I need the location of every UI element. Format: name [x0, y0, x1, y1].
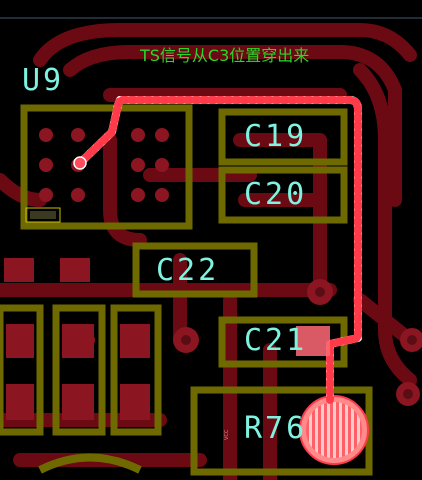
u9-pads	[39, 128, 169, 202]
u9-pin1-fill	[30, 211, 56, 219]
left-pad-c	[6, 324, 34, 358]
left-part-1	[0, 304, 44, 436]
trace-left-1	[0, 173, 47, 207]
left-part-3	[110, 304, 162, 436]
left-pad-g	[62, 384, 94, 420]
c20-courtyard	[218, 166, 348, 224]
ts-signal-trace	[76, 96, 362, 404]
c21-label: C21	[244, 323, 308, 358]
left-pad-e	[120, 324, 150, 358]
u9-pin1-mark	[25, 207, 61, 223]
r76-pin-tag: VCC	[224, 429, 230, 440]
u9-pad-6	[71, 188, 85, 202]
c20-label: C20	[244, 177, 308, 212]
c22-label: C22	[156, 253, 220, 288]
u9-courtyard	[20, 104, 193, 230]
via-2	[173, 327, 199, 353]
via-3	[400, 328, 422, 352]
left-pads	[4, 258, 150, 420]
left-part-2	[52, 304, 106, 436]
left-pad-a	[4, 258, 34, 282]
r76-courtyard	[190, 386, 373, 476]
c19-label: C19	[244, 119, 308, 154]
trace-right-1	[353, 63, 417, 387]
via-5	[81, 333, 95, 347]
u9-pad-2	[71, 128, 85, 142]
ts-signal-start	[73, 156, 87, 170]
c19-courtyard	[218, 108, 348, 166]
vias	[81, 279, 422, 406]
u9-pad-8	[155, 128, 169, 142]
trace-u9-down	[103, 133, 147, 247]
c22-courtyard	[132, 242, 258, 298]
via-1	[307, 279, 333, 305]
via-4	[396, 382, 420, 406]
u9-pad-7	[131, 128, 145, 142]
u9-pad-5	[39, 188, 53, 202]
left-pad-f	[6, 384, 34, 420]
u9-pad-1	[39, 128, 53, 142]
u9-pad-3	[39, 158, 53, 172]
r76-label: R76	[244, 411, 308, 446]
left-pad-h	[120, 384, 150, 420]
bottom-arc	[38, 453, 142, 474]
trace-top-2	[63, 45, 402, 207]
u9-label: U9	[22, 63, 65, 98]
u9-pad-11	[131, 188, 145, 202]
trace-right-2	[353, 293, 417, 347]
u9-pad-9	[131, 158, 145, 172]
u9-pad-10	[155, 158, 169, 172]
c21-pad-highlight	[296, 326, 330, 356]
trace-c19	[233, 133, 327, 297]
u9-pad-12	[155, 188, 169, 202]
ts-signal-annotation: TS信号从C3位置穿出来	[140, 46, 310, 65]
left-pad-b	[60, 258, 90, 282]
trace-top-1	[33, 23, 417, 67]
